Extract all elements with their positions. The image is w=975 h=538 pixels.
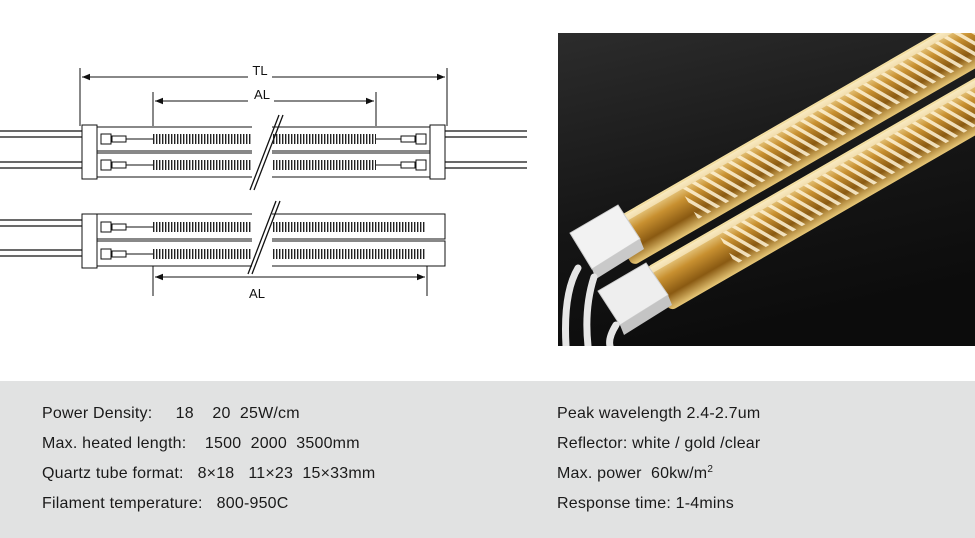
al-dimension-bottom: AL: [152, 266, 428, 301]
spec-power-density: Power Density: 18 20 25W/cm: [42, 405, 300, 422]
ceramic-caps: [569, 204, 672, 335]
spec-quartz-tube-format: Quartz tube format: 8×18 11×23 15×33mm: [42, 465, 376, 482]
spec-max-power: Max. power 60kw/m2: [557, 459, 760, 489]
spec-reflector: Reflector: white / gold /clear: [557, 435, 761, 452]
tl-dimension: TL: [79, 63, 448, 126]
spec-peak-wavelength: Peak wavelength 2.4-2.7um: [557, 405, 761, 422]
spec-max-power-text: Max. power 60kw/m: [557, 465, 708, 482]
lead-wires: [562, 264, 620, 346]
heater-photo: [558, 33, 975, 346]
heater-top: [0, 114, 527, 191]
heater-bottom: [0, 200, 446, 275]
quartz-tube-upper: [608, 33, 975, 264]
specs-left-column: Power Density: 18 20 25W/cm Max. heated …: [42, 399, 375, 519]
heater-dimension-diagram: TL AL: [0, 63, 527, 301]
specifications-panel: Power Density: 18 20 25W/cm Max. heated …: [0, 381, 975, 538]
al-dimension-top: AL: [152, 87, 377, 126]
specs-right-column: Peak wavelength 2.4-2.7um Reflector: whi…: [557, 399, 760, 519]
spec-max-power-superscript: 2: [707, 464, 714, 475]
spec-response-time: Response time: 1-4mins: [557, 495, 734, 512]
tl-label: TL: [252, 63, 267, 78]
quartz-tube-lower: [646, 64, 975, 310]
al-label-top: AL: [254, 87, 270, 102]
spec-max-heated-length: Max. heated length: 1500 2000 3500mm: [42, 435, 360, 452]
spec-filament-temperature: Filament temperature: 800-950C: [42, 495, 289, 512]
al-label-bottom: AL: [249, 286, 265, 301]
